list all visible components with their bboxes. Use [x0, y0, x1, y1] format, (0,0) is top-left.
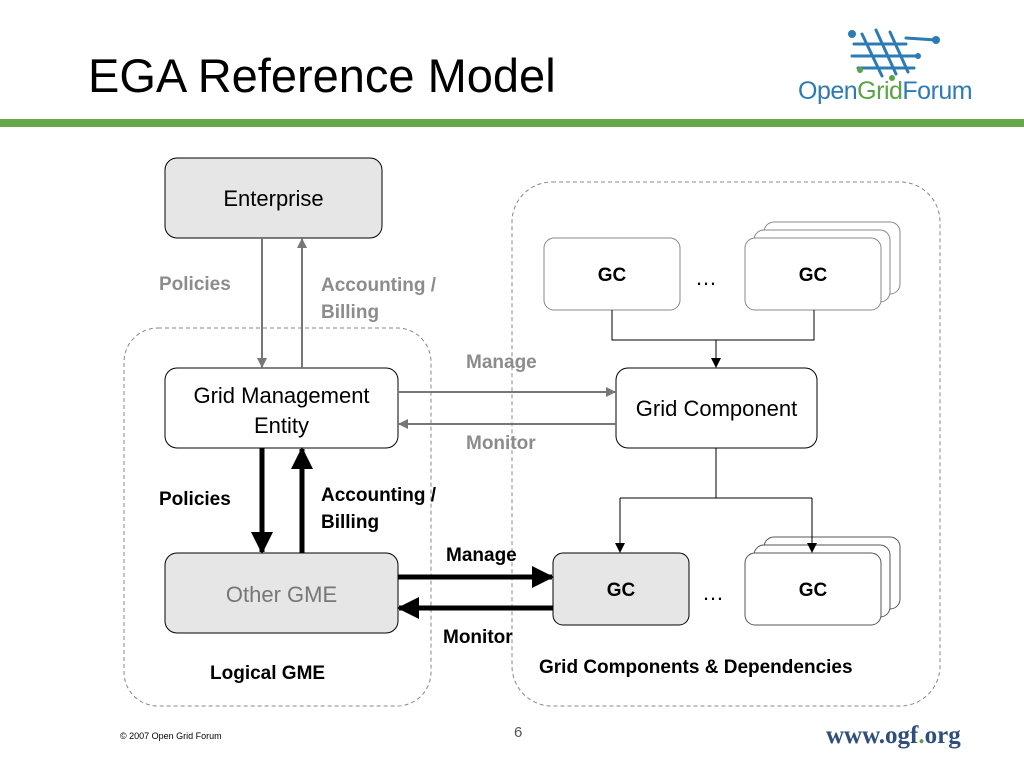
footer-copyright: © 2007 Open Grid Forum — [120, 731, 222, 741]
grid-components-label: Grid Components & Dependencies — [539, 657, 853, 678]
logo-forum: Forum — [902, 77, 973, 105]
gc-bottom-right-box — [744, 552, 882, 626]
other-gme-label: Other GME — [225, 582, 338, 607]
gc-bottom-left-label: GC — [606, 580, 636, 601]
accounting-top-line2: Billing — [321, 302, 380, 323]
logical-gme-label: Logical GME — [210, 663, 326, 684]
logical-gme-region — [123, 327, 432, 707]
gme-box — [164, 367, 399, 449]
grid-component-label: Grid Component — [635, 396, 798, 421]
policies-bottom-label: Policies — [159, 489, 231, 510]
footer-url-dot: . — [918, 722, 925, 749]
footer-url-main: www.ogf — [826, 722, 919, 749]
logo-open: Open — [798, 77, 858, 105]
gc-top-right-box — [744, 237, 882, 311]
monitor-top-label: Monitor — [466, 433, 536, 454]
ellipsis-top: … — [695, 265, 719, 290]
gme-label-line1: Grid Management — [193, 383, 370, 408]
slide-title: EGA Reference Model — [88, 49, 556, 102]
ogf-logo-text: OpenGridForum — [798, 77, 973, 106]
page-number: 6 — [514, 724, 523, 741]
monitor-bottom-label: Monitor — [443, 627, 513, 648]
logo-grid: Grid — [857, 77, 903, 105]
other-gme-box — [164, 552, 399, 634]
gme-label: Grid Management Entity — [165, 381, 398, 441]
grid-components-region — [511, 181, 941, 707]
ellipsis-bottom: … — [702, 580, 726, 605]
accounting-bottom-line2: Billing — [321, 512, 380, 533]
gc-top-right-label: GC — [798, 265, 828, 286]
accounting-top-label: Accounting / Billing — [321, 272, 436, 326]
manage-bottom-label: Manage — [446, 545, 517, 566]
accounting-bottom-label: Accounting / Billing — [321, 482, 436, 536]
enterprise-label: Enterprise — [223, 186, 324, 211]
accounting-bottom-line1: Accounting / — [321, 485, 437, 506]
gc-bottom-left-box — [552, 552, 690, 626]
gc-bottom-right-label: GC — [798, 580, 828, 601]
ogf-logo-icon — [848, 28, 940, 81]
gc-top-left-label: GC — [597, 265, 627, 286]
accounting-top-line1: Accounting / — [321, 275, 437, 296]
footer-url: www.ogf.org — [826, 722, 961, 750]
title-divider — [0, 119, 1024, 127]
manage-top-label: Manage — [466, 352, 537, 373]
gme-label-line2: Entity — [253, 413, 310, 438]
footer-url-tld: org — [924, 722, 961, 749]
policies-top-label: Policies — [159, 274, 231, 295]
enterprise-box — [164, 157, 383, 239]
